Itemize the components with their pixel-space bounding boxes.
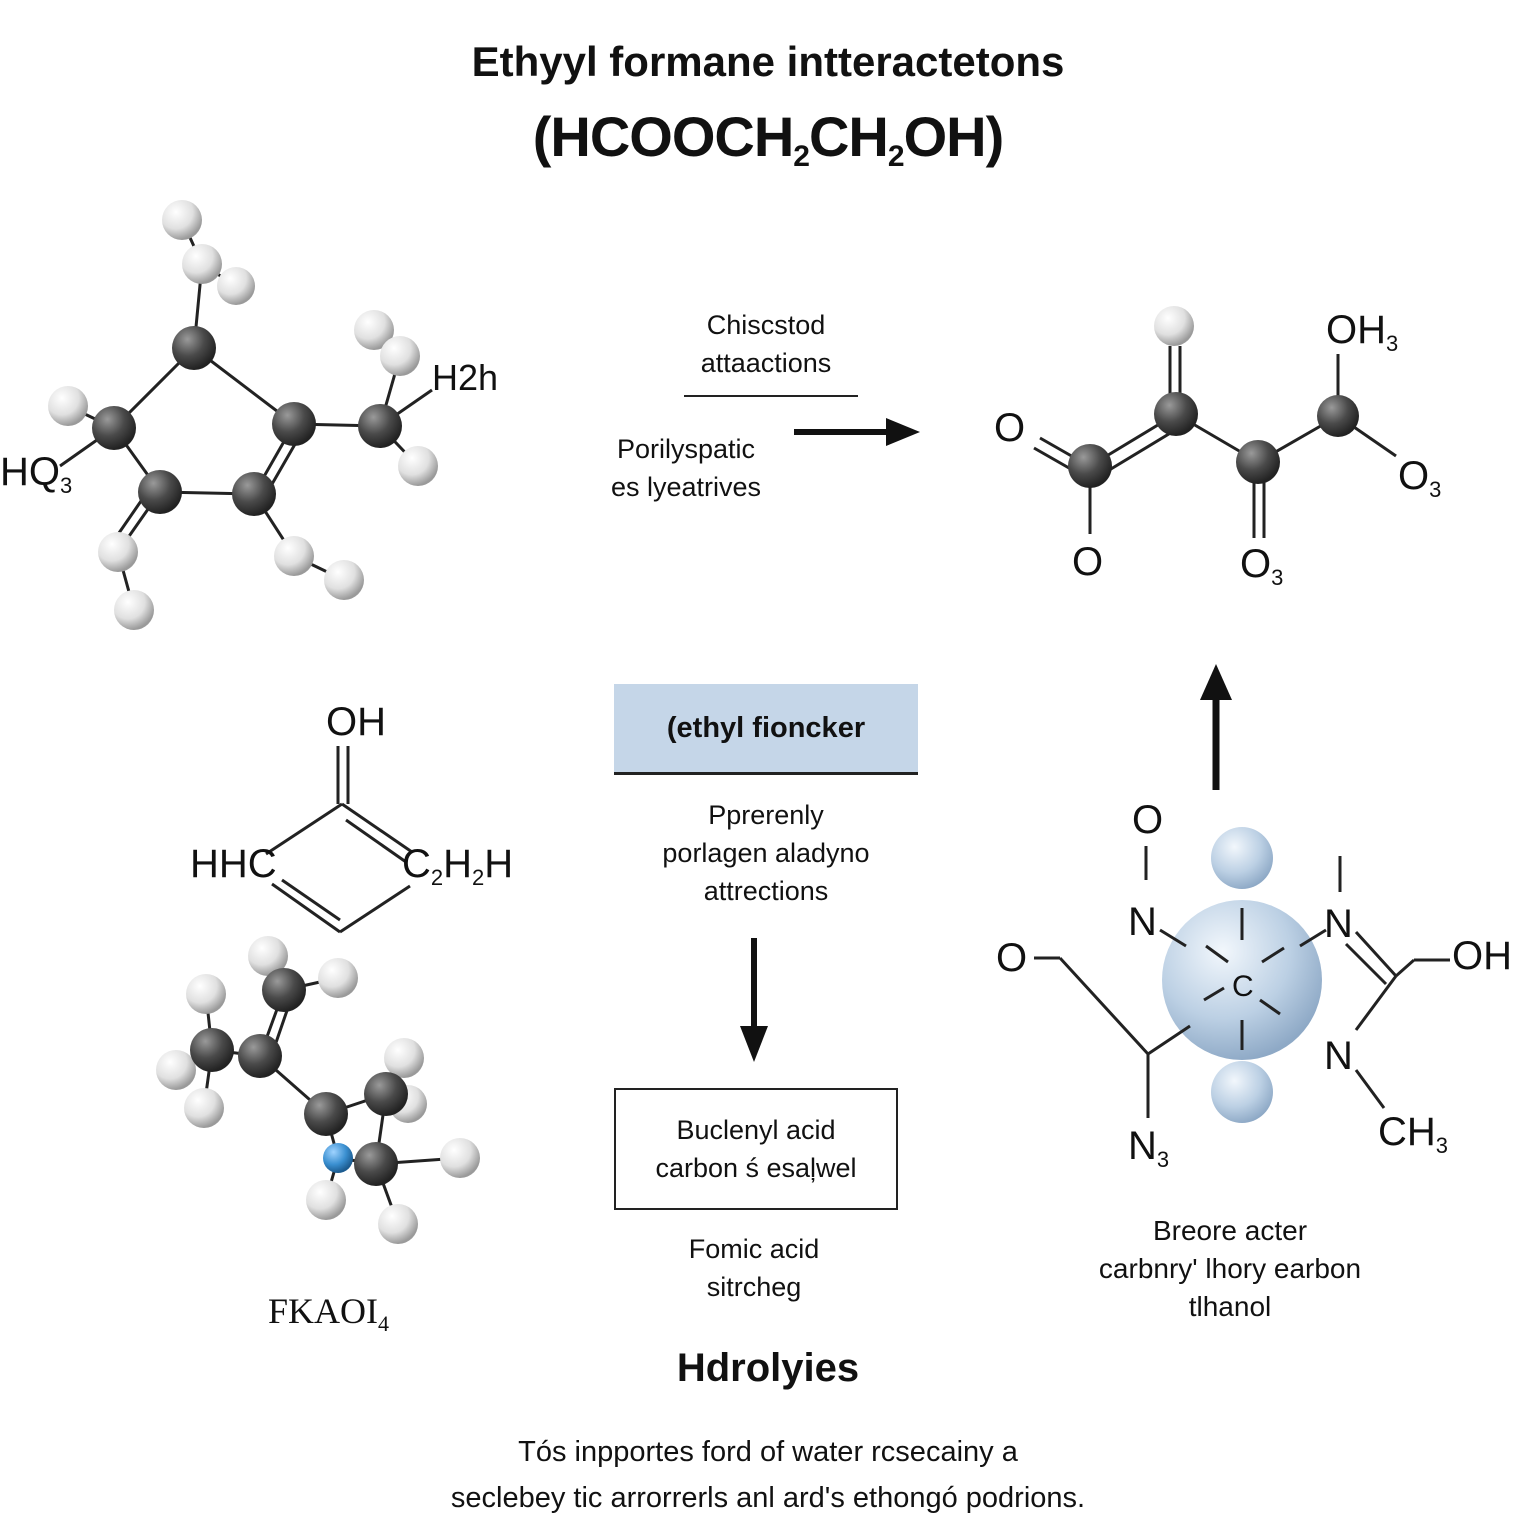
highlight-box: (ethyl fioncker xyxy=(614,684,918,775)
label-oh: OH xyxy=(326,700,386,744)
label-o-far-left: O xyxy=(996,936,1028,980)
chemical-formula: (HCOOCH2CH2OH) xyxy=(532,105,1004,173)
label-hhc: HHC xyxy=(190,842,277,886)
label-o-top: O xyxy=(1132,798,1164,842)
footer-line-1: Tós inpportes ford of water rcsecainy a xyxy=(518,1436,1018,1468)
label-c2h2h: C2H2H xyxy=(402,842,514,890)
arrow-up xyxy=(1200,664,1232,790)
label-o-bottom: O xyxy=(1072,540,1104,584)
label-o3-bottom: O3 xyxy=(1240,542,1284,590)
label-n3: N3 xyxy=(1128,1124,1170,1172)
molecule-sphere-bottom-right xyxy=(1162,827,1322,1123)
label-n-left: N xyxy=(1128,900,1157,944)
label-ch3: CH3 xyxy=(1378,1110,1449,1158)
label-n-lower: N xyxy=(1324,1034,1353,1078)
footer-line-2: seclebey tic arrorrerls anl ard's ethong… xyxy=(450,1482,1086,1514)
molecule-skeletal-top-right xyxy=(1033,346,1397,538)
arrow-down xyxy=(740,938,768,1062)
label-o-left: O xyxy=(994,406,1026,450)
label-n-right: N xyxy=(1324,902,1353,946)
page-title: Ethyyl formane intteractetons xyxy=(471,38,1065,85)
label-o3-right: O3 xyxy=(1398,454,1442,502)
molecule-4-atoms xyxy=(156,936,480,1244)
label-h2h: H2h xyxy=(432,357,499,398)
label-c-center: C xyxy=(1232,970,1254,1003)
section-heading: Hdrolyies xyxy=(676,1346,860,1390)
arrow-right xyxy=(684,395,920,446)
molecule-2-atoms xyxy=(1068,306,1359,488)
label-fkaoi: FKAOI4 xyxy=(268,1291,390,1336)
label-hq: HQ3 xyxy=(0,450,73,498)
label-oh3: OH3 xyxy=(1326,308,1399,356)
molecule-skeletal-center-left xyxy=(265,746,413,934)
label-oh-right: OH xyxy=(1452,934,1512,978)
molecule-5-bonds xyxy=(1034,846,1450,1118)
molecule-1-atoms xyxy=(48,200,438,630)
